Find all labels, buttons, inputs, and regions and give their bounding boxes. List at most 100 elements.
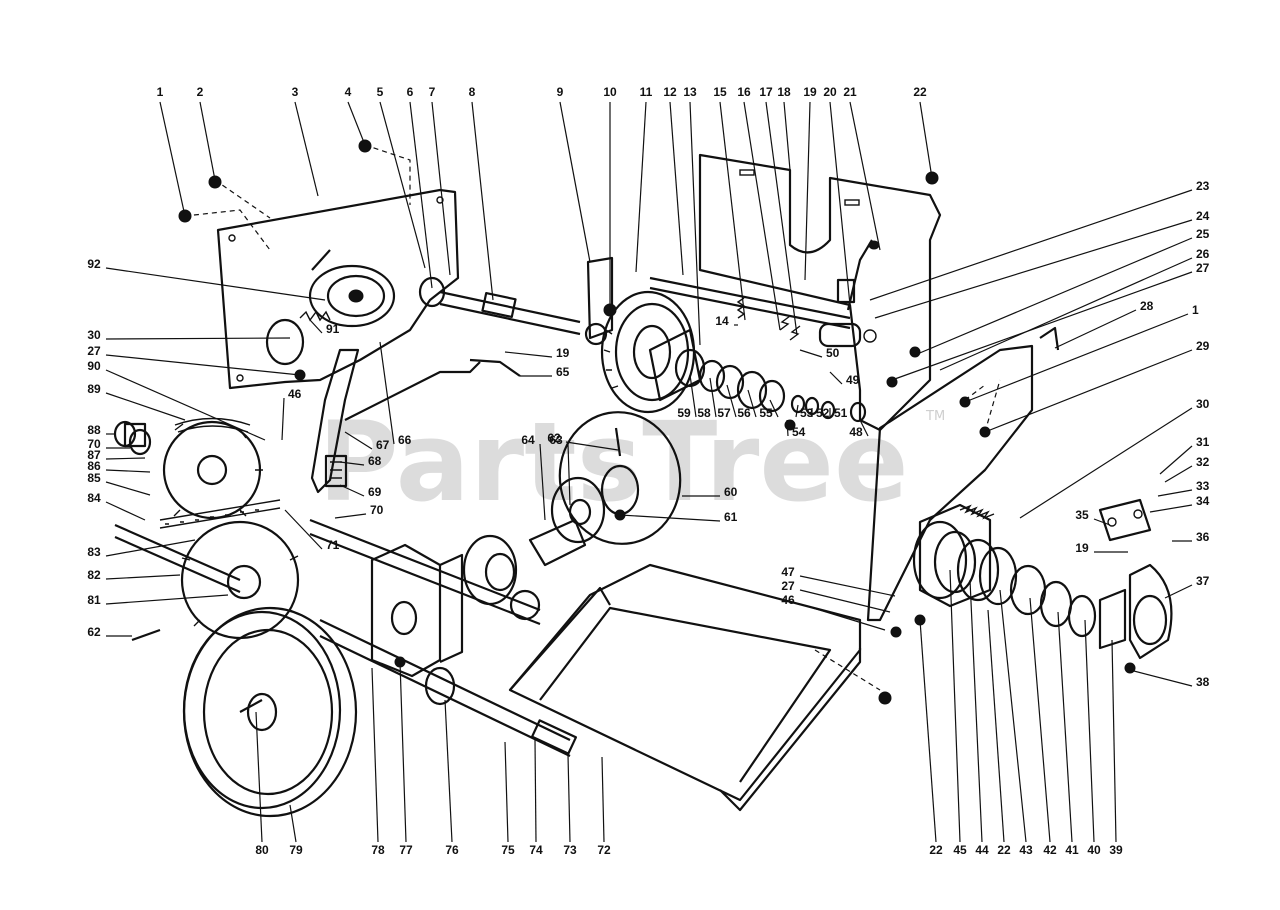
part-number-label: 1 (1192, 303, 1199, 317)
callout-c70b: 70 (87, 437, 130, 451)
part-number-label: 81 (87, 593, 101, 607)
leader-line (1054, 309, 1137, 349)
callout-c73: 73 (563, 754, 577, 857)
callout-c75: 75 (501, 741, 515, 857)
part-number-label: 22 (929, 843, 943, 857)
spring-30 (959, 504, 995, 520)
callout-c35: 35 (1075, 508, 1111, 526)
part-number-label: 22 (913, 85, 927, 99)
leader-line (859, 419, 869, 437)
callout-c19b: 19 (1075, 541, 1128, 555)
part-number-label: 70 (370, 503, 384, 517)
part-number-label: 20 (823, 85, 837, 99)
part-number-label: 85 (87, 471, 101, 485)
leader-line (567, 443, 571, 506)
part-number-label: 69 (368, 485, 382, 499)
rod-12 (649, 276, 851, 320)
shaft-26 (818, 322, 877, 348)
leader-line (409, 101, 433, 289)
drive-disc-60 (558, 411, 682, 545)
callout-c91: 91 (309, 319, 340, 336)
bracket-34 (1098, 498, 1152, 542)
part-number-label: 17 (759, 85, 773, 99)
callout-c24: 24 (874, 209, 1210, 319)
callout-c59: 59 (677, 374, 697, 420)
callout-c38: 38 (1129, 669, 1210, 689)
callout-c14: 14 (715, 314, 738, 328)
callout-c19: 19 (803, 85, 817, 281)
callout-c62b: 62 (87, 625, 132, 639)
leader-line (344, 431, 373, 450)
part-number-label: 59 (677, 406, 691, 420)
input-shaft (418, 276, 581, 336)
callout-c60: 60 (682, 485, 738, 499)
callout-c7: 7 (429, 85, 451, 276)
part-number-label: 66 (398, 433, 412, 447)
callout-c56: 56 (737, 389, 757, 420)
part-number-label: 37 (1196, 574, 1210, 588)
callout-c78: 78 (371, 667, 385, 857)
callout-c42: 42 (1029, 597, 1057, 857)
callout-c46b: 46 (281, 387, 302, 441)
callout-c22c: 22 (919, 619, 943, 857)
clamp-37 (1128, 563, 1173, 660)
part-number-label: 23 (1196, 179, 1210, 193)
callout-c27: 27 (891, 261, 1210, 381)
part-number-label: 73 (563, 843, 577, 857)
callout-c43: 43 (999, 589, 1033, 857)
leader-line (949, 569, 961, 843)
leader-line (399, 661, 407, 843)
leader-line (1019, 407, 1193, 519)
leader-line (379, 341, 395, 445)
pin-62 (614, 427, 622, 457)
callout-c22b: 22 (987, 609, 1011, 857)
part-number-label: 32 (1196, 455, 1210, 469)
part-number-label: 75 (501, 843, 515, 857)
part-number-label: 15 (713, 85, 727, 99)
leader-line (539, 443, 546, 521)
leader-line (105, 337, 291, 340)
callout-c58: 58 (697, 377, 717, 420)
part-number-label: 61 (724, 510, 738, 524)
leader-line (984, 349, 1193, 433)
part-number-label: 58 (697, 406, 711, 420)
leader-line (869, 189, 1193, 301)
callout-c12: 12 (663, 85, 684, 276)
leader-line (799, 589, 891, 613)
callout-c28: 28 (1054, 299, 1154, 349)
part-number-label: 82 (87, 568, 101, 582)
callout-c83: 83 (87, 539, 196, 559)
upper-cross-shaft (309, 518, 541, 626)
callout-c4: 4 (345, 85, 366, 146)
leader-line (849, 101, 881, 251)
callout-c70: 70 (334, 503, 384, 519)
part-number-label: 27 (87, 344, 101, 358)
lower-shaft (319, 619, 578, 757)
callout-c27b: 27 (781, 579, 891, 613)
callout-c2: 2 (197, 85, 216, 181)
leader-line (601, 756, 605, 843)
callout-c48: 48 (849, 419, 869, 439)
callout-c21: 21 (843, 85, 881, 251)
part-number-label: 9 (557, 85, 564, 99)
part-number-label: 30 (87, 328, 101, 342)
part-number-label: 91 (326, 322, 340, 336)
leader-line (105, 594, 229, 605)
leader-line (105, 574, 181, 580)
part-number-label: 86 (87, 459, 101, 473)
leader-line (709, 377, 717, 418)
callout-c15: 15 (713, 85, 746, 321)
part-number-label: 39 (1109, 843, 1123, 857)
callout-c10: 10 (603, 85, 617, 310)
part-number-label: 67 (376, 438, 390, 452)
part-number-label: 14 (715, 314, 729, 328)
part-number-label: 27 (1196, 261, 1210, 275)
leader-line (105, 354, 301, 376)
partstree-watermark: PartsTree (318, 398, 909, 526)
part-number-label: 24 (1196, 209, 1210, 223)
part-number-label: 46 (781, 593, 795, 607)
leader-line (1149, 504, 1193, 513)
part-number-label: 27 (781, 579, 795, 593)
leader-line (1164, 465, 1193, 483)
